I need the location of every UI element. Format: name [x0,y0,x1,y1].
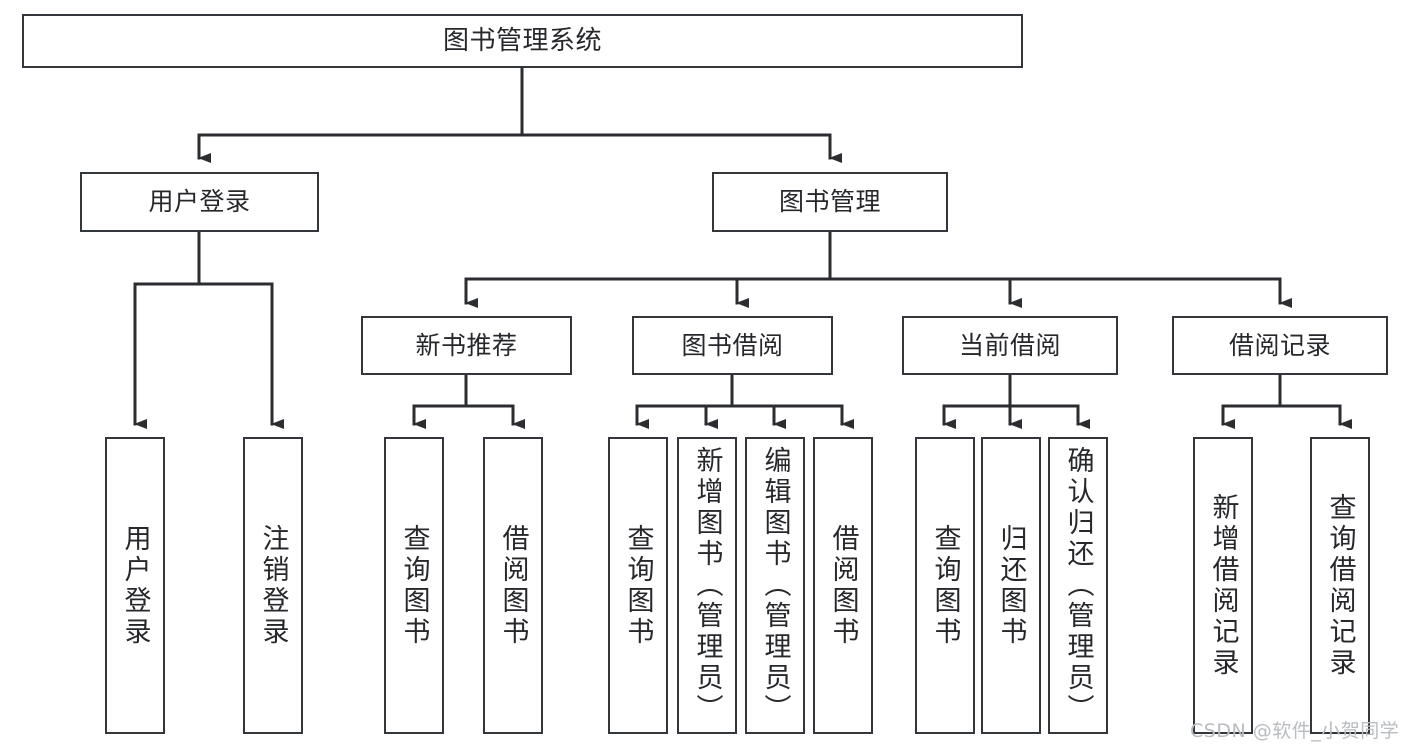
node-leaf-user-login[interactable]: 用户登录 [105,437,165,734]
node-borrow-record[interactable]: 借阅记录 [1172,316,1388,375]
node-leaf-return-book[interactable]: 归还图书 [981,437,1041,734]
node-label: 借阅记录 [1228,330,1331,360]
node-label: 查询借阅记录 [1324,492,1356,679]
node-label: 编辑图书（管理员） [759,446,791,725]
node-label: 图书管理系统 [442,25,602,56]
node-label: 图书管理 [778,187,881,217]
node-label: 用户登录 [148,187,251,217]
node-book-manage[interactable]: 图书管理 [712,172,948,232]
node-label: 确认归还（管理员） [1062,446,1094,725]
node-label: 新增图书（管理员） [691,446,723,725]
node-user-login[interactable]: 用户登录 [80,172,319,232]
node-book-borrow[interactable]: 图书借阅 [632,316,833,375]
node-label: 用户登录 [119,523,151,648]
node-label: 查询图书 [398,523,430,648]
node-label: 归还图书 [995,523,1027,648]
node-label: 新增借阅记录 [1207,492,1239,679]
node-root-system[interactable]: 图书管理系统 [22,14,1023,68]
node-label: 新书推荐 [415,330,518,360]
node-label: 查询图书 [622,523,654,648]
node-new-book-recommend[interactable]: 新书推荐 [361,316,572,375]
node-label: 借阅图书 [827,523,859,648]
node-label: 借阅图书 [497,523,529,648]
node-leaf-add-record[interactable]: 新增借阅记录 [1193,437,1253,734]
node-leaf-borrow-book-2[interactable]: 借阅图书 [813,437,873,734]
node-label: 查询图书 [929,523,961,648]
node-label: 注销登录 [257,523,289,648]
node-leaf-user-logout[interactable]: 注销登录 [243,437,303,734]
node-leaf-query-book-1[interactable]: 查询图书 [384,437,444,734]
node-leaf-borrow-book-1[interactable]: 借阅图书 [483,437,543,734]
node-leaf-confirm-return[interactable]: 确认归还（管理员） [1048,437,1108,734]
node-current-borrow[interactable]: 当前借阅 [902,316,1118,375]
node-label: 当前借阅 [958,330,1061,360]
node-leaf-add-book[interactable]: 新增图书（管理员） [677,437,737,734]
node-leaf-query-book-2[interactable]: 查询图书 [608,437,668,734]
csdn-watermark: CSDN @软件_小贺同学 [1190,720,1400,742]
node-label: 图书借阅 [681,330,784,360]
node-leaf-query-record[interactable]: 查询借阅记录 [1310,437,1370,734]
node-leaf-query-book-3[interactable]: 查询图书 [915,437,975,734]
node-leaf-edit-book[interactable]: 编辑图书（管理员） [745,437,805,734]
